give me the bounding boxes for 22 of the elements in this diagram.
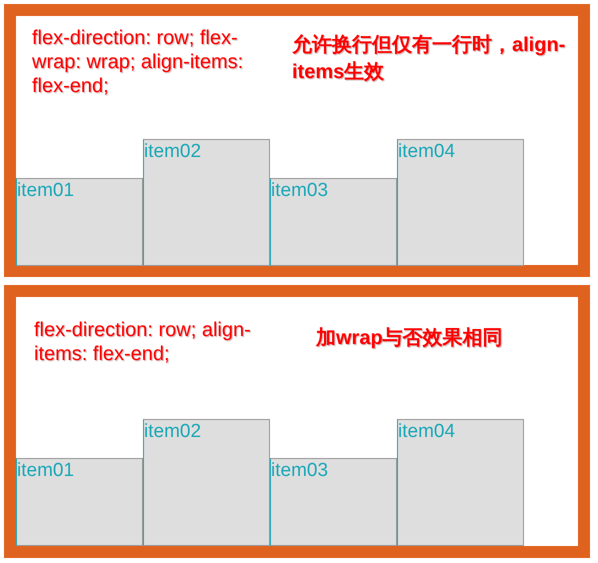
item-label: item04 [398,141,456,163]
css-code-text: flex-direction: row; align-items: flex-end; [34,318,252,366]
note-text: 允许换行但仅有一行时，align-items生效 [292,33,566,85]
flex-container-panel [4,285,590,558]
flex-item-box [270,458,397,546]
item-label: item01 [17,460,74,482]
item-label: item04 [398,421,456,443]
item-label: item02 [144,421,202,443]
flex-item-box [397,419,524,546]
flex-container-panel [4,4,590,277]
css-code-text: flex-direction: row; flex-wrap: wrap; align-items: flex-end; [32,26,244,98]
flex-item-box [143,419,270,546]
flex-item-box [397,139,524,266]
flex-item-box [270,178,397,266]
item-label: item02 [144,141,202,163]
note-text: 加wrap与否效果相同 [316,326,504,351]
flex-item-box [16,458,143,546]
item-label: item03 [271,180,328,202]
item-label: item03 [271,460,328,482]
flex-item-box [143,139,270,266]
item-label: item01 [17,180,74,202]
flex-item-box [16,178,143,266]
